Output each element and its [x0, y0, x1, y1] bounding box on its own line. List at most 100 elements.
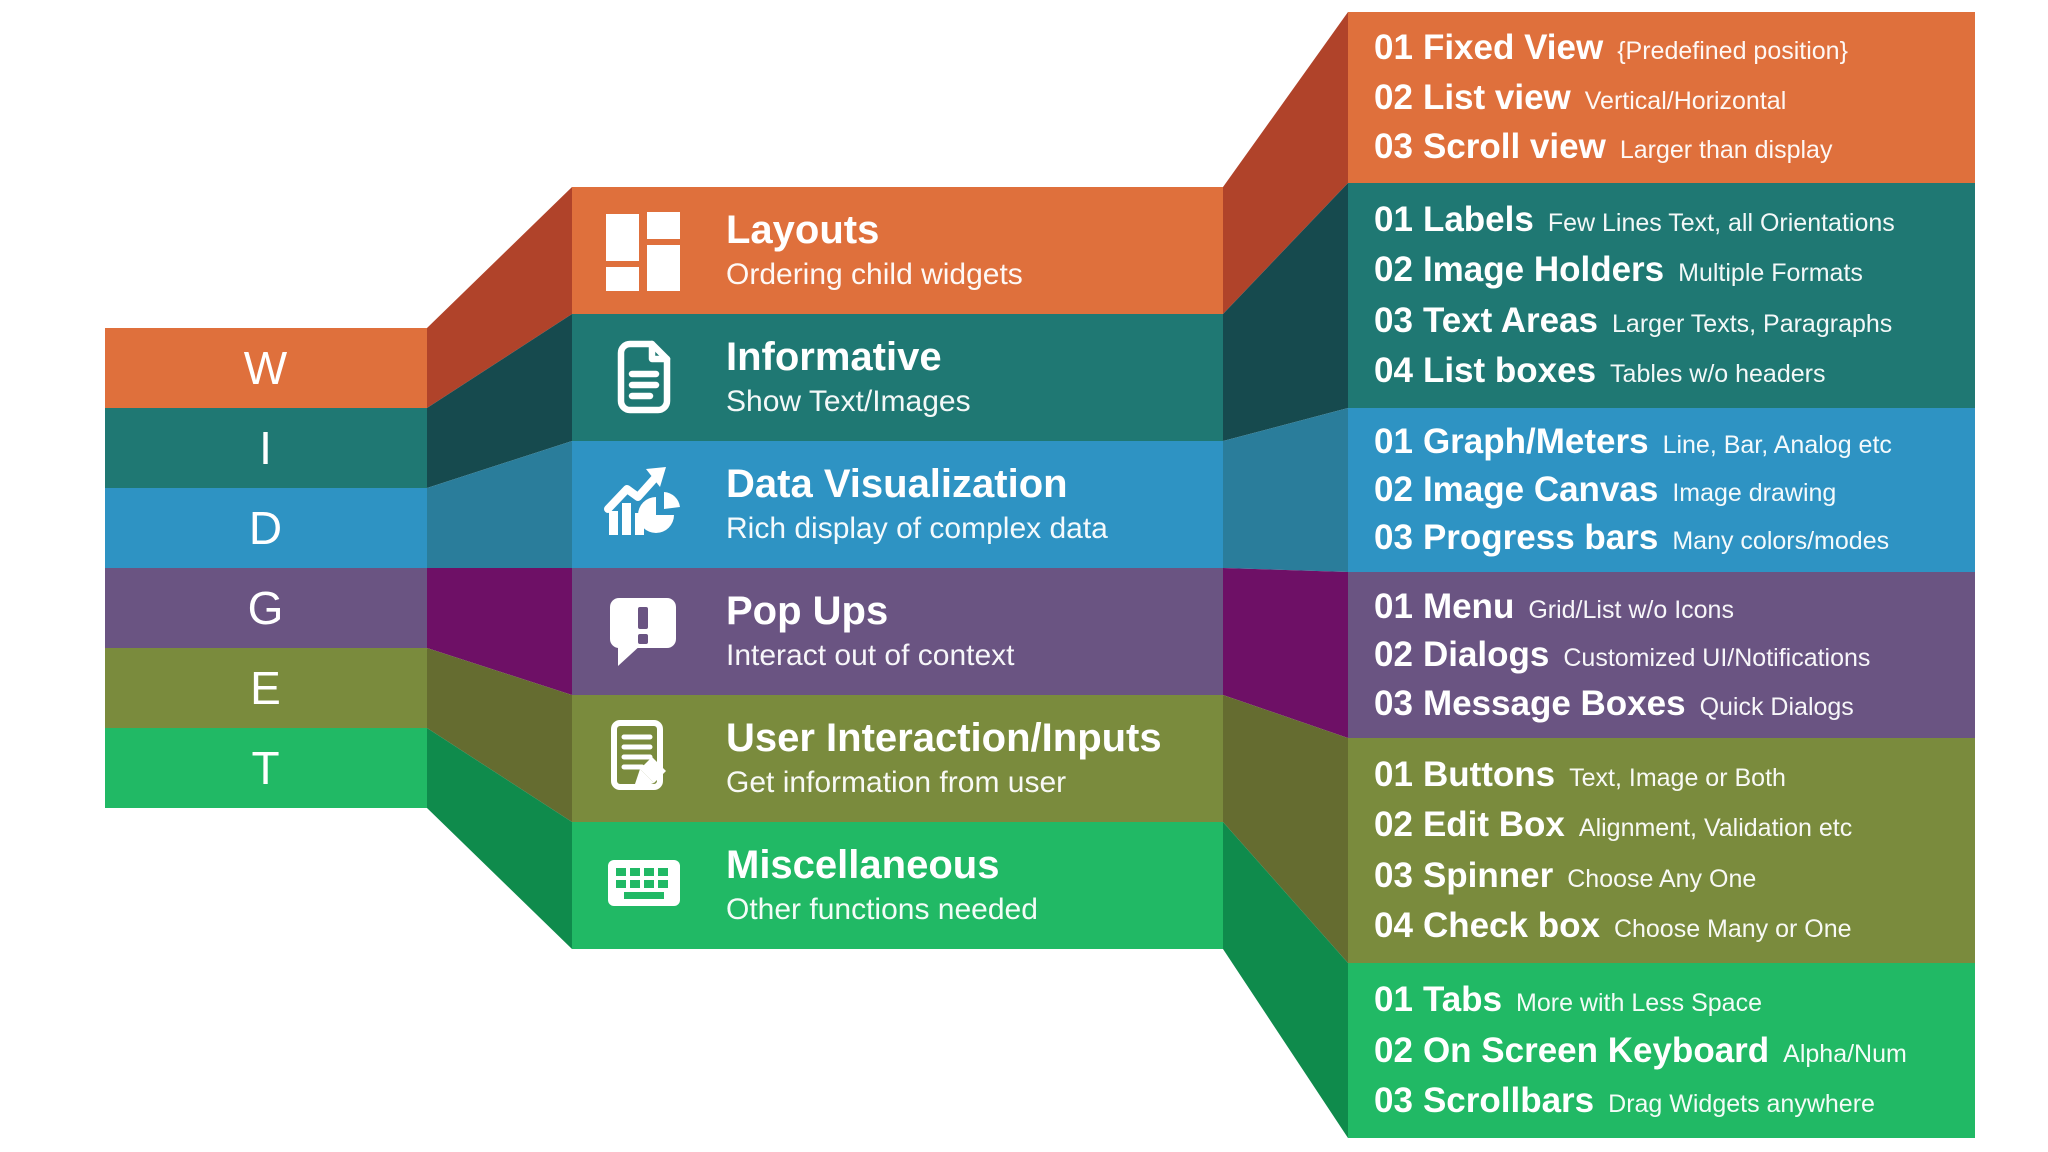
- item-number: 02: [1374, 805, 1413, 845]
- category-subtitle: Interact out of context: [726, 639, 1015, 672]
- item-number: 02: [1374, 1030, 1413, 1070]
- item-name: Labels: [1422, 199, 1534, 239]
- connector-left-datavis: [427, 441, 572, 568]
- item-name: Tabs: [1422, 979, 1503, 1019]
- item-desc: Text, Image or Both: [1569, 763, 1786, 792]
- connector-right-misc: [1223, 822, 1348, 1138]
- widget-band-d: D: [105, 488, 427, 568]
- category-title: Layouts: [726, 208, 880, 252]
- connector-left-misc: [427, 728, 572, 949]
- item-desc: Larger Texts, Paragraphs: [1612, 309, 1893, 338]
- connector-left-userinput: [427, 648, 572, 822]
- category-subtitle: Rich display of complex data: [726, 512, 1108, 545]
- layout-grid-icon: [600, 207, 688, 295]
- item-desc: Alpha/Num: [1783, 1039, 1907, 1068]
- category-row-layouts: Layouts Ordering child widgets: [572, 187, 1223, 314]
- item-desc: Alignment, Validation etc: [1578, 814, 1853, 843]
- category-subtitle: Other functions needed: [726, 893, 1038, 926]
- connector-right-popups: [1223, 568, 1348, 738]
- item-desc: Choose Many or One: [1613, 915, 1852, 944]
- item-name: Buttons: [1422, 754, 1556, 794]
- item-name: Graph/Meters: [1422, 422, 1649, 461]
- item-desc: {Predefined position}: [1617, 36, 1848, 65]
- item-number: 02: [1374, 250, 1413, 290]
- item-name: Spinner: [1422, 855, 1554, 895]
- connector-left-popups: [427, 568, 572, 695]
- connector-right-datavis: [1223, 408, 1348, 572]
- item-name: Progress bars: [1422, 518, 1659, 557]
- widget-letter: G: [247, 582, 285, 634]
- item-desc: Vertical/Horizontal: [1584, 86, 1787, 115]
- category-title: Data Visualization: [726, 462, 1068, 506]
- item-number: 01: [1374, 27, 1413, 67]
- category-row-popups: Pop Ups Interact out of context: [572, 568, 1223, 695]
- widget-letter: D: [248, 502, 284, 554]
- category-title: Informative: [726, 335, 942, 379]
- item-desc: Tables w/o headers: [1610, 360, 1826, 389]
- item-desc: Customized UI/Notifications: [1563, 644, 1871, 672]
- popup-exclamation-icon: [600, 588, 688, 676]
- item-desc: Quick Dialogs: [1699, 692, 1854, 721]
- connector-right-layouts: [1223, 12, 1348, 314]
- item-number: 03: [1374, 127, 1413, 167]
- item-number: 02: [1374, 470, 1413, 509]
- connector-left-layouts: [427, 187, 572, 408]
- category-title: Miscellaneous: [726, 843, 1000, 887]
- widget-letter: I: [259, 422, 273, 474]
- item-name: Check box: [1422, 906, 1600, 946]
- connector-right-userinput: [1223, 695, 1348, 963]
- chart-growth-icon: [600, 461, 688, 549]
- item-name: Scrollbars: [1422, 1081, 1595, 1121]
- item-number: 02: [1374, 77, 1413, 117]
- category-title: Pop Ups: [726, 589, 889, 633]
- item-name: Menu: [1422, 586, 1515, 626]
- item-desc: Drag Widgets anywhere: [1608, 1090, 1875, 1119]
- category-title: User Interaction/Inputs: [726, 716, 1162, 760]
- category-subtitle: Show Text/Images: [726, 385, 971, 418]
- item-name: List view: [1422, 77, 1571, 117]
- item-name: Image Holders: [1422, 250, 1665, 290]
- widget-letter: T: [251, 742, 281, 794]
- widget-band-i: I: [105, 408, 427, 488]
- item-desc: Line, Bar, Analog etc: [1662, 431, 1892, 459]
- document-icon: [600, 334, 688, 422]
- keyboard-icon: [600, 842, 688, 930]
- item-number: 01: [1374, 586, 1413, 626]
- item-name: List boxes: [1422, 351, 1597, 391]
- category-row-userinput: User Interaction/Inputs Get information …: [572, 695, 1223, 822]
- item-number: 04: [1374, 906, 1413, 946]
- item-desc: Image drawing: [1672, 479, 1837, 507]
- item-desc: More with Less Space: [1516, 988, 1762, 1017]
- widget-letter: E: [250, 662, 282, 714]
- item-number: 01: [1374, 979, 1413, 1019]
- category-subtitle: Get information from user: [726, 766, 1067, 799]
- item-name: On Screen Keyboard: [1422, 1030, 1770, 1070]
- item-desc: Few Lines Text, all Orientations: [1547, 208, 1895, 237]
- item-number: 03: [1374, 683, 1413, 723]
- item-desc: Many colors/modes: [1672, 527, 1890, 555]
- item-number: 03: [1374, 518, 1413, 557]
- item-desc: Larger than display: [1619, 136, 1833, 165]
- item-number: 03: [1374, 855, 1413, 895]
- widget-letter: W: [243, 342, 289, 394]
- category-row-datavis: Data Visualization Rich display of compl…: [572, 441, 1223, 568]
- widget-band-e: E: [105, 648, 427, 728]
- item-number: 03: [1374, 300, 1413, 340]
